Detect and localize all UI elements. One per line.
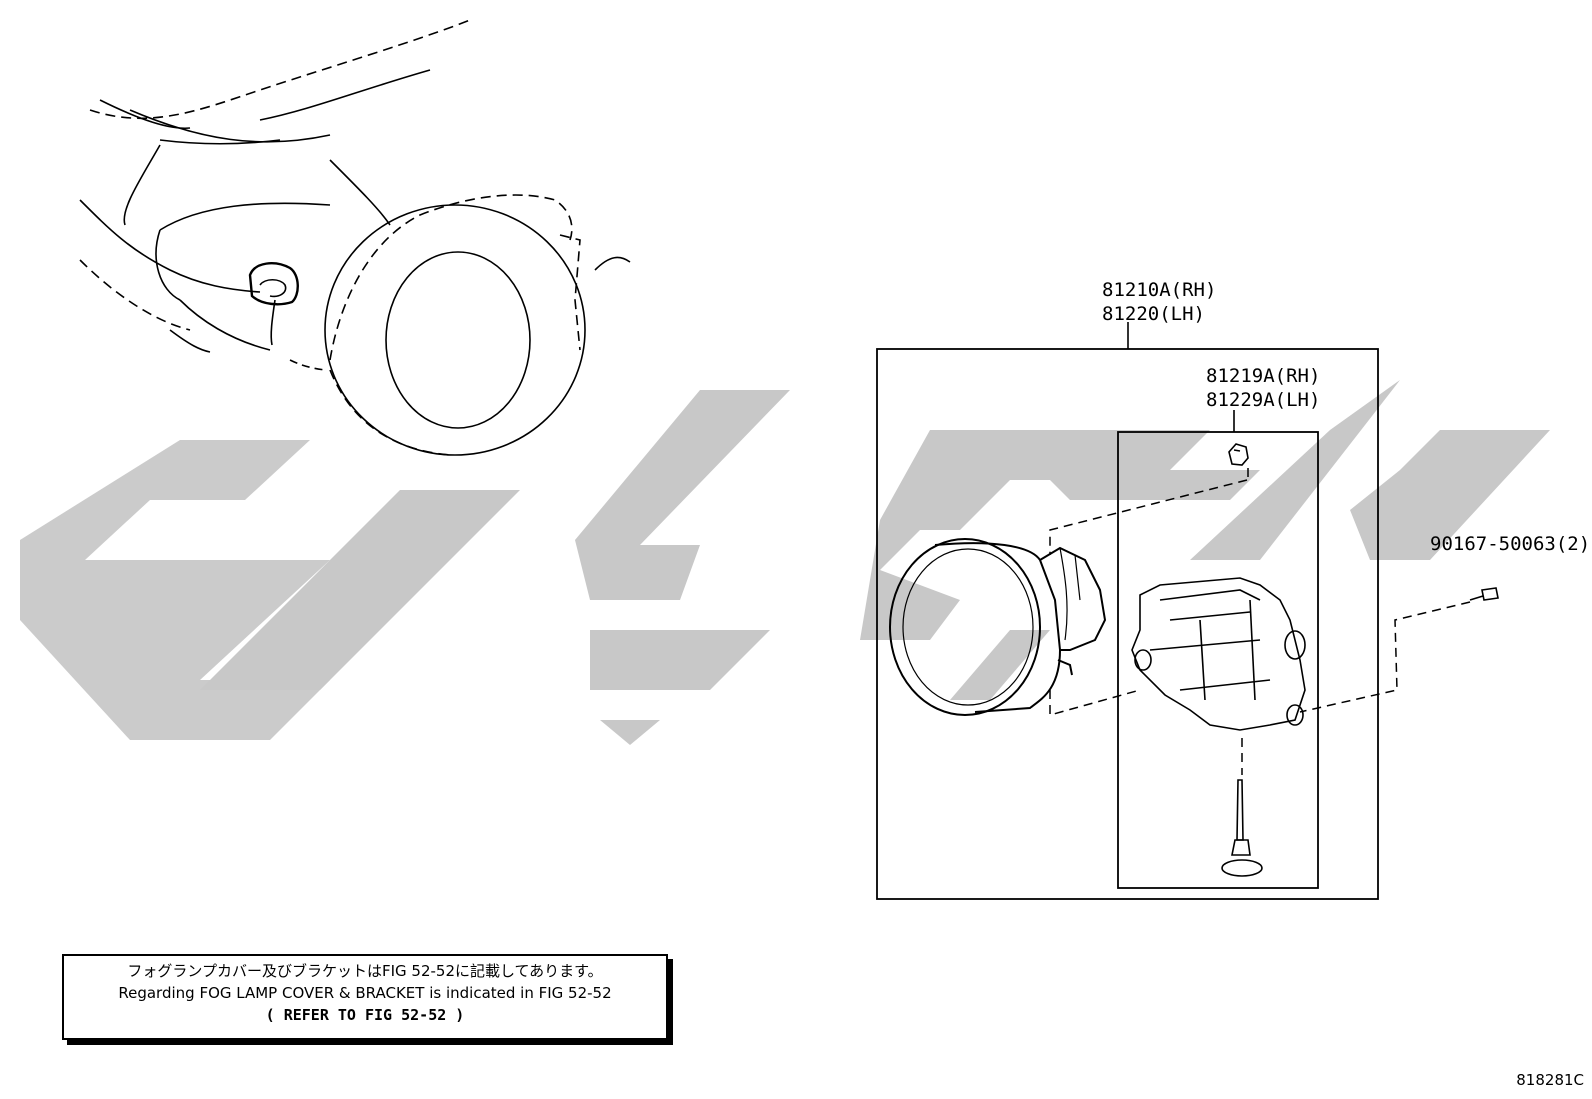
screw-part [1469,587,1499,601]
bulb-socket-part [1228,443,1249,466]
note-line-en: Regarding FOG LAMP COVER & BRACKET is in… [118,984,612,1002]
note-line-ref: ( REFER TO FIG 52-52 ) [265,1006,465,1024]
fog-lamp-unit [889,538,1107,716]
watermark-logo [20,380,1550,745]
callout-bulb-rh: 81219A(RH) [1206,365,1321,387]
bracket-frame [1117,431,1319,889]
callout-lamp-lh: 81220(LH) [1102,303,1205,325]
callout-lamp-rh: 81210A(RH) [1102,279,1217,301]
leader-lines [1049,468,1471,775]
aim-screw-part [1221,779,1263,877]
vehicle-front-corner [79,19,631,456]
callout-bulb-lh: 81229A(LH) [1206,389,1321,411]
reference-note: フォグランプカバー及びブラケットはFIG 52-52に記載してあります。 Reg… [62,954,668,1040]
bracket-part [1131,577,1306,731]
note-line-jp: フォグランプカバー及びブラケットはFIG 52-52に記載してあります。 [127,962,603,980]
figure-code: 818281C [1516,1071,1584,1089]
callout-screw: 90167-50063(2) [1430,533,1591,555]
